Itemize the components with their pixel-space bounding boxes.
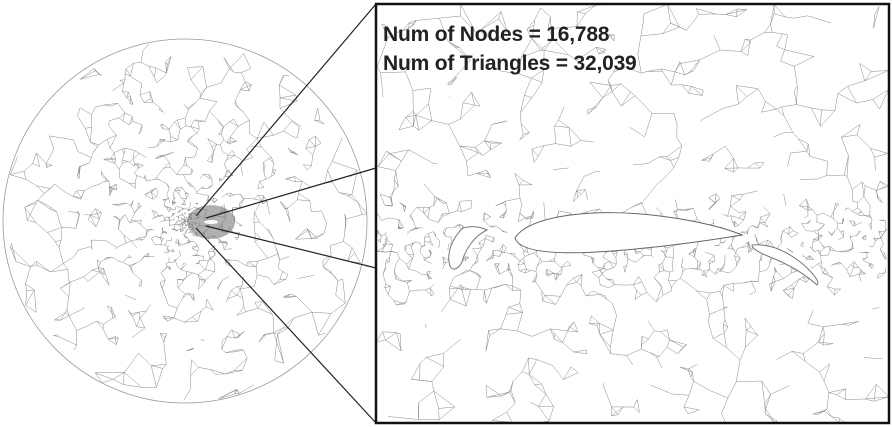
- zoomed-airfoil-elements: [448, 212, 819, 286]
- flap-element: [751, 244, 819, 286]
- farfield-boundary: [2, 38, 368, 404]
- triangles-count: Num of Triangles = 32,039: [383, 52, 637, 75]
- nodes-count: Num of Nodes = 16,788: [383, 23, 610, 46]
- farfield-circular-mesh: [9, 43, 367, 401]
- mesh-edges: [9, 43, 367, 401]
- mesh-statistics: Num of Nodes = 16,788 Num of Triangles =…: [383, 20, 637, 78]
- main-element: [514, 212, 744, 254]
- zoom-connector-lines: [195, 3, 377, 424]
- tiny-airfoil: [204, 220, 218, 224]
- zoom-frame: [374, 2, 891, 425]
- slat-element: [448, 226, 489, 270]
